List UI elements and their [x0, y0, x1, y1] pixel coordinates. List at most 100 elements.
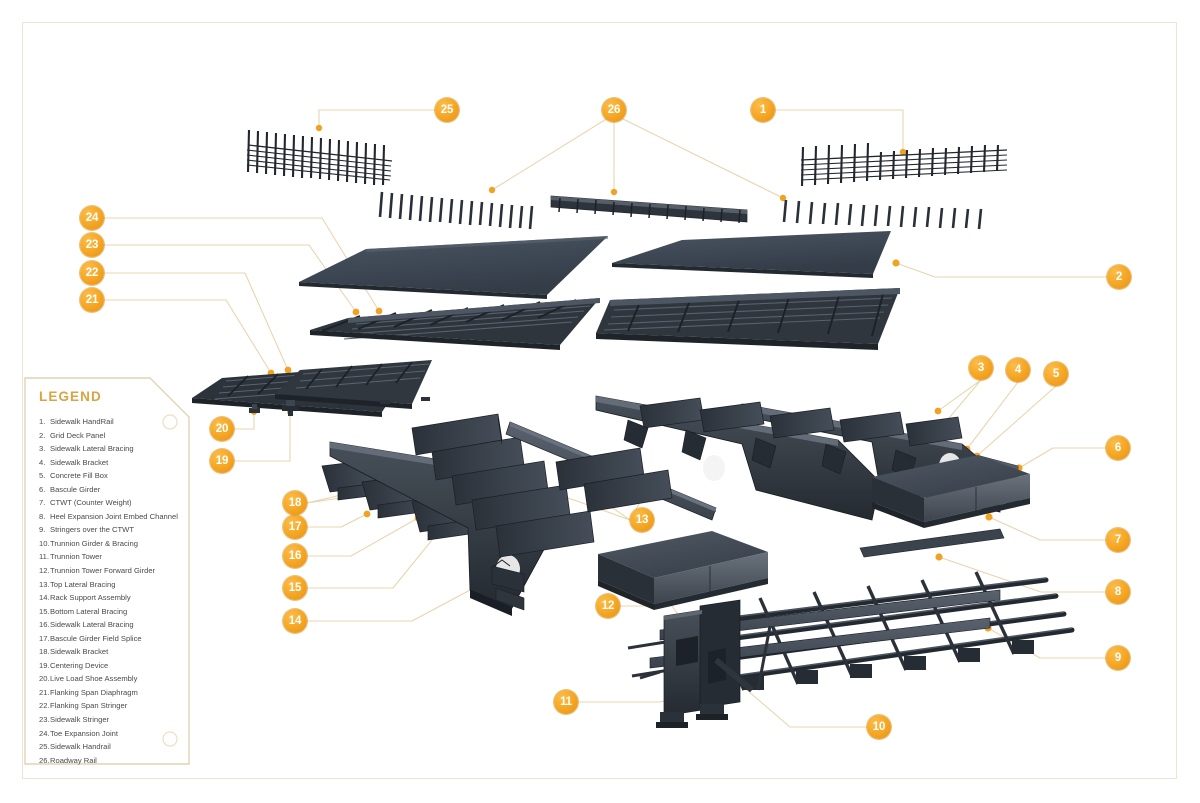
legend-item-number: 13.: [39, 579, 50, 589]
callout-badge-7[interactable]: 7: [1106, 528, 1130, 552]
legend-item-label: Flanking Span Stringer: [50, 701, 128, 711]
legend-item-label: Stringers over the CTWT: [50, 525, 134, 535]
legend-item: 21.Flanking Span Diaphragm: [39, 686, 180, 700]
legend-item-label: Bottom Lateral Bracing: [50, 606, 128, 616]
callout-badge-25[interactable]: 25: [435, 98, 459, 122]
callout-badge-10[interactable]: 10: [867, 715, 891, 739]
legend-item-label: Sidewalk Lateral Bracing: [50, 620, 134, 630]
legend-item-label: Sidewalk HandRail: [50, 417, 114, 426]
callout-badge-17[interactable]: 17: [283, 515, 307, 539]
legend-item-number: 19.: [39, 660, 50, 670]
callout-badge-20[interactable]: 20: [210, 417, 234, 441]
legend-item-number: 20.: [39, 674, 50, 684]
legend-item-label: Heel Expansion Joint Embed Channel: [50, 511, 178, 521]
legend-item-number: 1.: [39, 417, 46, 426]
legend-item: 9.Stringers over the CTWT: [39, 523, 180, 537]
callout-badge-21[interactable]: 21: [80, 288, 104, 312]
part-top-lateral-bracing: [555, 447, 673, 513]
part-roadway-rail-right: [782, 199, 983, 230]
part-trunnion-tower: [639, 599, 754, 728]
legend-item-label: Bascule Girder Field Splice: [50, 633, 142, 643]
legend-item-label: Sidewalk Handrail: [50, 742, 111, 752]
callout-badge-15[interactable]: 15: [283, 576, 307, 600]
callout-badge-6[interactable]: 6: [1106, 436, 1130, 460]
legend-item: 1. Sidewalk HandRail: [39, 415, 180, 429]
part-grid-deck-panel-left: [299, 236, 608, 299]
legend-item: 8. Heel Expansion Joint Embed Channel: [39, 510, 180, 524]
part-roadway-rail-left: [378, 191, 534, 230]
legend-item-label: Sidewalk Lateral Bracing: [50, 444, 134, 454]
part-sidewalk-handrail-left: [246, 129, 393, 186]
legend-item-number: 11.: [39, 552, 49, 562]
callout-badge-1[interactable]: 1: [751, 98, 775, 122]
callout-badge-18[interactable]: 18: [283, 491, 307, 515]
legend-item: 11.Trunnion Tower: [39, 550, 180, 564]
legend-item-number: 18.: [39, 647, 50, 657]
legend-item-label: Top Lateral Bracing: [50, 579, 116, 589]
part-flanking-span-framing-upper-left: [310, 298, 600, 350]
legend-item-number: 21.: [39, 687, 50, 697]
legend-item-number: 23.: [39, 715, 50, 725]
legend-item-number: 7.: [39, 498, 46, 508]
legend-item-number: 10.: [39, 538, 50, 548]
legend-item-number: 8.: [39, 511, 46, 521]
legend-item-label: Trunnion Tower Forward Girder: [50, 566, 156, 576]
legend-item-label: Centering Device: [50, 660, 109, 670]
legend-punch-hole-top: [162, 414, 178, 430]
legend-item: 5.Concrete Fill Box: [39, 469, 180, 483]
legend-item-label: CTWT (Counter Weight): [50, 498, 132, 508]
legend-item-label: Sidewalk Stringer: [50, 715, 110, 725]
callout-badge-5[interactable]: 5: [1044, 362, 1068, 386]
legend-item: 10.Trunnion Girder & Bracing: [39, 537, 180, 551]
callout-badge-8[interactable]: 8: [1106, 580, 1130, 604]
legend-item: 4.Sidewalk Bracket: [39, 456, 180, 470]
legend-item: 12.Trunnion Tower Forward Girder: [39, 564, 180, 578]
legend-item-number: 5.: [39, 471, 46, 481]
legend-item-number: 22.: [39, 701, 50, 711]
leader-lines: [104, 109, 1107, 728]
legend-item: 7. CTWT (Counter Weight): [39, 496, 180, 510]
part-bascule-girder-web-grid: [411, 413, 595, 558]
callout-badge-3[interactable]: 3: [969, 356, 993, 380]
callout-badge-26[interactable]: 26: [602, 98, 626, 122]
legend-punch-hole-bottom: [162, 731, 178, 747]
legend-item-number: 3.: [39, 444, 46, 454]
legend-item-number: 25.: [39, 742, 50, 752]
legend-item-number: 2.: [39, 430, 46, 440]
part-heel-expansion-joint-embed-channel: [859, 528, 1005, 558]
part-misc-plates: [338, 397, 430, 408]
legend-item-label: Roadway Rail: [50, 755, 97, 765]
callout-badge-2[interactable]: 2: [1107, 265, 1131, 289]
legend-item-label: Bascule Girder: [50, 484, 101, 494]
legend-item: 19.Centering Device: [39, 659, 180, 673]
legend-panel: LEGEND 1. Sidewalk HandRail 2. Grid Deck Pa…: [24, 377, 190, 765]
legend-item-label: Sidewalk Bracket: [50, 647, 109, 657]
legend-item: 22.Flanking Span Stringer: [39, 699, 180, 713]
callout-badge-19[interactable]: 19: [210, 449, 234, 473]
callout-badge-23[interactable]: 23: [80, 233, 104, 257]
part-sidewalk-lateral-bracing-upper: [623, 419, 917, 479]
callout-badge-22[interactable]: 22: [80, 261, 104, 285]
legend-item-label: Flanking Span Diaphragm: [50, 687, 138, 697]
legend-item-label: Live Load Shoe Assembly: [50, 674, 138, 684]
part-flanking-span-framing-upper-right: [596, 288, 900, 350]
legend-item: 6. Bascule Girder: [39, 483, 180, 497]
callout-badge-16[interactable]: 16: [283, 544, 307, 568]
legend-item-label: Trunnion Girder & Bracing: [50, 538, 138, 548]
callout-badge-4[interactable]: 4: [1006, 358, 1030, 382]
legend-item-label: Grid Deck Panel: [50, 430, 106, 440]
callout-badge-11[interactable]: 11: [554, 690, 578, 714]
legend-title: LEGEND: [39, 389, 102, 404]
callout-badge-14[interactable]: 14: [283, 609, 307, 633]
legend-list: 1. Sidewalk HandRail 2. Grid Deck Panel 3. Si…: [39, 415, 180, 767]
legend-item-number: 15.: [39, 606, 50, 616]
callout-badge-24[interactable]: 24: [80, 206, 104, 230]
callout-badge-13[interactable]: 13: [630, 508, 654, 532]
callout-badge-9[interactable]: 9: [1106, 646, 1130, 670]
legend-item: 14.Rack Support Assembly: [39, 591, 180, 605]
part-sidewalk-bracket-row-upper: [639, 397, 963, 447]
legend-item-number: 6.: [39, 484, 46, 494]
callout-badge-12[interactable]: 12: [596, 594, 620, 618]
